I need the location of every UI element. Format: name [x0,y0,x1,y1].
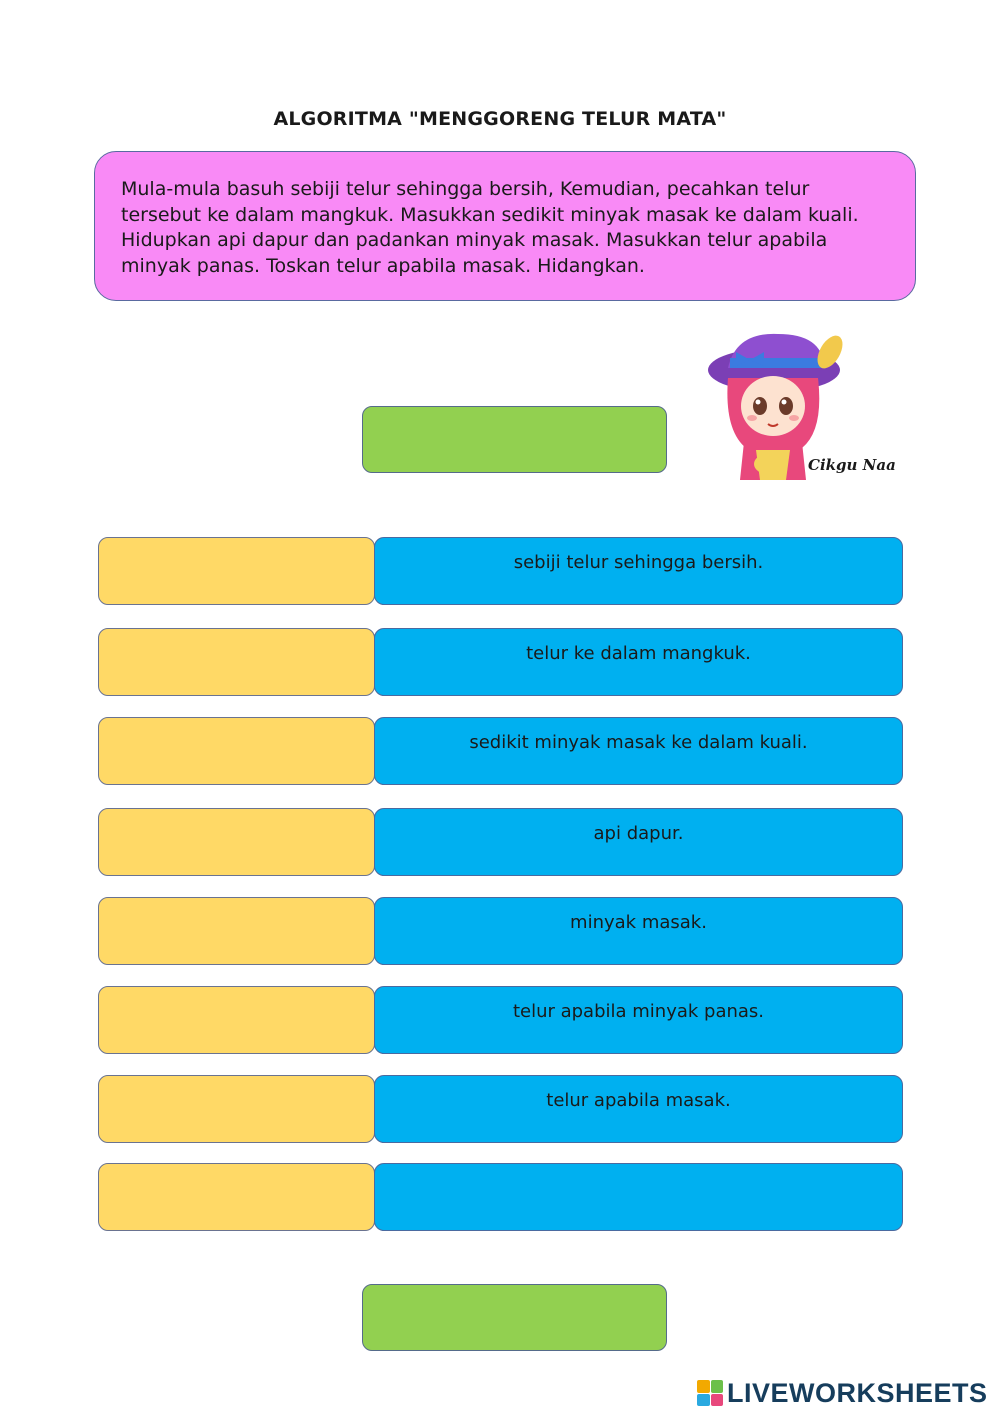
step-text-box: telur apabila minyak panas. [374,986,903,1054]
step-answer-box[interactable] [98,628,375,696]
step-row: telur apabila minyak panas. [98,986,903,1054]
start-answer-box[interactable] [362,406,667,473]
step-text-box: telur ke dalam mangkuk. [374,628,903,696]
footer-brand: LIVEWORKSHEETS [727,1377,988,1408]
step-answer-box[interactable] [98,1163,375,1231]
step-row: api dapur. [98,808,903,876]
step-answer-box[interactable] [98,537,375,605]
step-answer-box[interactable] [98,717,375,785]
step-text-box: api dapur. [374,808,903,876]
step-answer-box[interactable] [98,808,375,876]
step-row [98,1163,903,1231]
step-row: sebiji telur sehingga bersih. [98,537,903,605]
step-row: minyak masak. [98,897,903,965]
step-text-box: telur apabila masak. [374,1075,903,1143]
mascot-signature: Cikgu Naa [808,456,896,474]
passage-box: Mula-mula basuh sebiji telur sehingga be… [94,151,916,301]
step-row: telur apabila masak. [98,1075,903,1143]
step-text-box: sebiji telur sehingga bersih. [374,537,903,605]
step-text-box: minyak masak. [374,897,903,965]
step-answer-box[interactable] [98,986,375,1054]
worksheet-title: ALGORITMA "MENGGORENG TELUR MATA" [273,108,727,130]
step-text-box: sedikit minyak masak ke dalam kuali. [374,717,903,785]
step-text-box [374,1163,903,1231]
liveworksheets-logo-icon [697,1380,723,1406]
step-row: telur ke dalam mangkuk. [98,628,903,696]
teacher-mascot-illustration [708,333,843,480]
step-answer-box[interactable] [98,897,375,965]
end-answer-box[interactable] [362,1284,667,1351]
step-row: sedikit minyak masak ke dalam kuali. [98,717,903,785]
step-answer-box[interactable] [98,1075,375,1143]
liveworksheets-footer: LIVEWORKSHEETS [697,1376,988,1410]
